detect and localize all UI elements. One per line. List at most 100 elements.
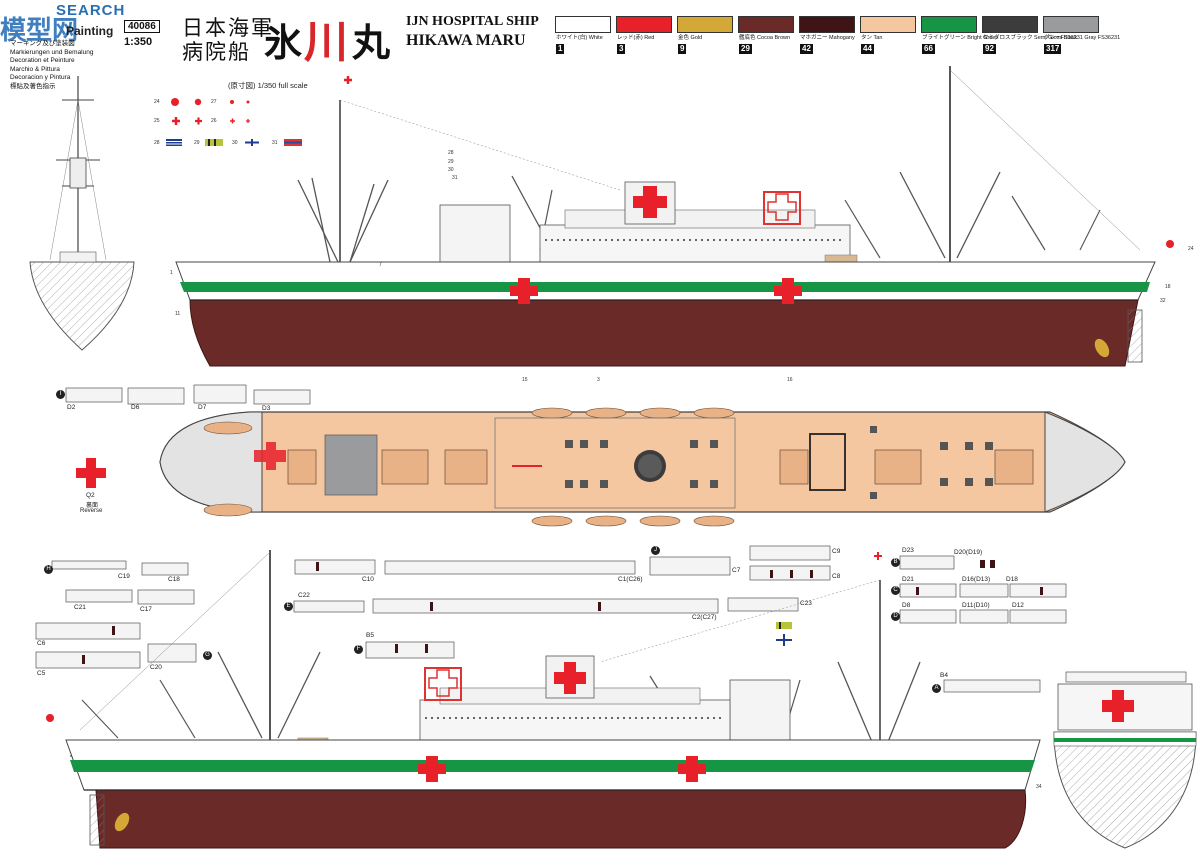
swatch-label: 金色 Gold (678, 35, 703, 41)
part-label: D2 (67, 404, 76, 411)
part-label: D18 (1006, 576, 1018, 583)
callout-number: 18 (1165, 284, 1171, 290)
marking-lang-it: Marchio & Pittura (10, 65, 60, 73)
marking-lang-fr: Decoration et Peinture (10, 57, 75, 64)
decal-number: 28 (154, 140, 160, 146)
part-label: C22 (298, 592, 310, 599)
part-label: C2(C27) (692, 614, 717, 621)
stern-view (1053, 671, 1197, 849)
marking-lang-de: Markierungen und Bemalung (10, 48, 94, 56)
title-jp-navy: 日本海軍 (182, 16, 274, 40)
marking-lang-jp: マーキング及び塗装図 (10, 40, 75, 47)
swatch-number: 3 (617, 44, 626, 54)
marking-lang-zh: 標貼及著色指示 (10, 82, 56, 90)
decal-number: 26 (211, 118, 217, 124)
marking-lang-es: Decoracion y Pintura (10, 74, 71, 81)
part-circle: C (891, 586, 900, 595)
swatch-number: 66 (922, 44, 935, 54)
decal-number: 24 (154, 99, 160, 105)
swatch-label: ホワイト(白) White (556, 35, 603, 41)
ship-name-jp-maru: 丸 (352, 20, 391, 65)
decal-number: 31 (272, 140, 278, 146)
marking-heading: Painting (66, 24, 114, 38)
front-view-bow (29, 76, 135, 351)
decal-number: 25 (154, 118, 160, 124)
part-label: D7 (198, 404, 207, 411)
swatch-label: グレーFS36231 Gray FS36231 (1044, 35, 1121, 41)
swatch-cocoa-brown (738, 16, 794, 33)
ship-name-jp-hi: 氷 (264, 20, 303, 65)
swatch-label: マホガニー Mahogany (800, 35, 855, 41)
swatch-bright-green (921, 16, 977, 33)
swatch-label: 艦底色 Cocoa Brown (739, 35, 791, 41)
part-label: C7 (732, 567, 741, 574)
swatch-label: タン Tan (861, 35, 883, 41)
part-label: D23 (902, 547, 914, 554)
part-circle: F (354, 645, 363, 654)
deck-plan (159, 407, 1126, 527)
title-en-ship-name: HIKAWA MARU (406, 32, 526, 49)
part-label: C8 (832, 573, 841, 580)
swatch-number: 42 (800, 44, 813, 54)
brand-search-text: SEARCH (56, 2, 126, 19)
part-circle: A (932, 684, 941, 693)
reverse-decal (76, 458, 106, 488)
brand-logo: 模型网 (0, 16, 79, 46)
callout-number: 28 (448, 150, 454, 156)
part-label: D16(D13) (962, 576, 991, 583)
ship-profile-top (175, 66, 1174, 367)
part-label: C20 (150, 664, 162, 671)
callout-number: 31 (452, 175, 458, 181)
part-circle: J (651, 546, 660, 555)
callout-number: 30 (448, 167, 454, 173)
callout-number: 32 (1160, 298, 1166, 304)
ship-profile-bottom (46, 550, 1041, 849)
part-circle: D (891, 612, 900, 621)
swatch-number: 9 (678, 44, 687, 54)
title-en-hospital-ship: IJN HOSPITAL SHIP (406, 14, 539, 29)
part-label: B4 (940, 672, 948, 679)
part-label: D6 (131, 404, 140, 411)
callout-number: 11 (175, 311, 181, 317)
callout-number: 24 (1188, 246, 1194, 252)
swatch-mahogany (799, 16, 855, 33)
sub-parts (35, 384, 1067, 693)
product-code: 40086 (124, 20, 160, 33)
part-label: C19 (118, 573, 130, 580)
part-circle: B (891, 558, 900, 567)
decal-number: 27 (211, 99, 217, 105)
swatch-label: レッド(赤) Red (617, 35, 655, 41)
part-label: C21 (74, 604, 86, 611)
callout-number: 16 (787, 377, 793, 383)
swatch-label: ブライトグリーン Bright Green (922, 35, 999, 41)
part-circle: H (44, 565, 53, 574)
callout-number: 34 (1036, 784, 1042, 790)
decal-sheet-marks (166, 76, 352, 146)
callout-number: 7 (379, 262, 382, 268)
part-label: C9 (832, 548, 841, 555)
reverse-label-en: Reverse (80, 508, 103, 514)
callout-number: 15 (522, 377, 528, 383)
part-circle: G (203, 651, 212, 660)
swatch-tan (860, 16, 916, 33)
swatch-red (616, 16, 672, 33)
swatch-white (555, 16, 611, 33)
part-label: C17 (140, 606, 152, 613)
swatch-label: セミグロスブラック Semi Gloss Black (983, 35, 1078, 41)
scale-label: 1:350 (124, 36, 153, 48)
swatch-number: 92 (983, 44, 996, 54)
reverse-label-jp: 裏面 (86, 503, 99, 509)
part-circle: E (284, 602, 293, 611)
callout-number: 3 (597, 377, 600, 383)
part-circle: I (56, 390, 65, 399)
swatch-gray (1043, 16, 1099, 33)
decal-number: 29 (194, 140, 200, 146)
sub-part-doors (82, 560, 1043, 664)
part-label: Q2 (86, 492, 95, 499)
callout-number: 1 (170, 270, 173, 276)
part-label: C6 (37, 640, 46, 647)
part-label: B5 (366, 632, 374, 639)
decal-scale-title: (原寸図) 1/350 full scale (228, 81, 308, 90)
part-label: D20(D19) (954, 549, 983, 556)
title-jp-hospital-ship: 病院船 (182, 40, 251, 64)
